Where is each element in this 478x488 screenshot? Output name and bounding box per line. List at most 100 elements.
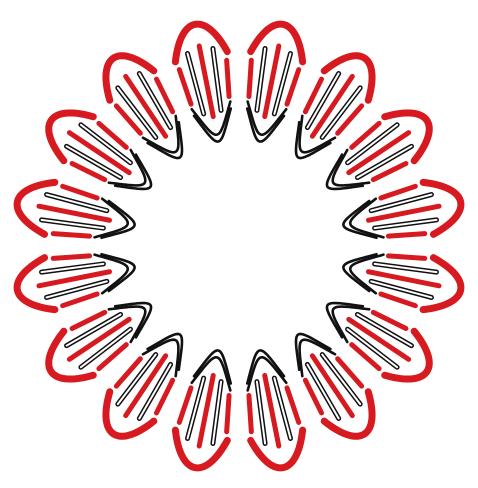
base-pair-red [224, 57, 232, 100]
base-pair-red [378, 291, 418, 309]
base-pair-outline-inner [40, 218, 105, 230]
base-pair-red [246, 57, 254, 100]
base-pair-outline-inner [116, 86, 157, 139]
helix-strand-red [381, 109, 433, 165]
base-pair-red [176, 385, 194, 425]
helix-strand-red [13, 254, 59, 314]
helix-strand-red [13, 178, 59, 238]
helix-strand-red [320, 52, 376, 104]
helix-strand-red [171, 20, 231, 66]
helix-strand-black [100, 199, 136, 240]
base-pair-red [262, 373, 282, 449]
helix-strand-black [294, 332, 332, 372]
base-pair-outline-inner [255, 380, 267, 445]
base-pair-red [349, 120, 382, 150]
base-pair-red [196, 373, 216, 449]
base-pair-outline-inner [273, 52, 292, 115]
helix-strand-red [247, 20, 307, 66]
base-pair-red [153, 377, 176, 416]
base-pair-outline-inner [356, 145, 413, 179]
helix-strand-black [331, 148, 371, 187]
base-pair-red [335, 356, 365, 389]
base-pairs [36, 43, 442, 449]
helix-strand-red [102, 388, 158, 440]
base-pair-red [366, 203, 442, 223]
helix-strand-black [190, 100, 232, 137]
base-pair-outline-inner [346, 123, 399, 164]
base-pair-red [123, 353, 169, 419]
base-pair-red [66, 130, 132, 176]
base-pair-red [284, 67, 302, 107]
helix-strand-black [141, 338, 180, 378]
base-pair-red [60, 291, 100, 309]
base-pair-red [246, 392, 254, 435]
base-pair-red [196, 43, 216, 119]
base-pair-red [385, 231, 428, 239]
base-pair-outline-inner [211, 47, 223, 112]
base-pair-outline-inner [186, 377, 205, 440]
base-pair-red [60, 183, 100, 201]
base-pair-outline-inner [45, 280, 108, 299]
base-pair-red [366, 269, 442, 289]
helix-strand-black [93, 253, 130, 295]
helix-strand-black [113, 153, 153, 191]
base-pair-outline-inner [40, 262, 105, 274]
base-pair-outline-inner [370, 280, 433, 299]
helix-strands-front [13, 20, 465, 472]
base-pair-red [346, 130, 412, 176]
base-pair-red [113, 103, 143, 136]
helix-strand-black [146, 120, 184, 160]
helix-strand-black [325, 301, 365, 339]
base-pair-red [346, 316, 412, 362]
base-pair-red [66, 316, 132, 362]
helix-strand-black [192, 349, 233, 385]
base-pair-outline-inner [138, 72, 172, 129]
helix-strand-black [245, 349, 286, 385]
base-pair-red [370, 160, 409, 183]
helix-strand-black [113, 301, 153, 339]
base-pair-red [262, 43, 282, 119]
base-pair-outline-inner [321, 353, 362, 406]
base-pair-outline-inner [373, 218, 438, 230]
base-pair-red [69, 309, 108, 332]
helix-strand-black [298, 114, 337, 154]
helix-strand-black [146, 332, 184, 372]
base-pair-outline-inner [186, 52, 205, 115]
helix-strand-red [247, 426, 307, 472]
base-pair-red [123, 73, 169, 139]
base-pair-outline-inner [255, 47, 267, 112]
helix-strand-black [246, 355, 288, 392]
helix-strand-red [381, 327, 433, 383]
helix-strand-black [93, 197, 130, 239]
base-pair-red [335, 103, 365, 136]
helix-strand-black [342, 252, 378, 293]
base-pair-outline-inner [65, 313, 122, 347]
base-pair-outline-inner [45, 193, 108, 212]
helix-strand-black [348, 253, 385, 295]
base-pair-red [349, 342, 382, 372]
helix-strand-black [107, 148, 147, 187]
base-pair-red [113, 356, 143, 389]
helix-strand-black [192, 107, 233, 143]
base-pair-outline-inner [373, 262, 438, 274]
helix-strand-red [320, 388, 376, 440]
base-pair-red [36, 269, 112, 289]
base-pair-outline-inner [321, 86, 362, 139]
base-pair-outline-inner [356, 313, 413, 347]
base-pair-red [370, 309, 409, 332]
base-pair-red [309, 353, 355, 419]
helix-strand-black [100, 252, 136, 293]
base-pair-outline-inner [79, 328, 132, 369]
base-pair-red [309, 73, 355, 139]
helix-strand-red [419, 178, 465, 238]
base-pair-outline-inner [346, 328, 399, 369]
base-pair-red [302, 377, 325, 416]
base-pair-outline-inner [273, 377, 292, 440]
helix-strand-black [298, 338, 337, 378]
base-pair-red [36, 203, 112, 223]
base-pair-red [50, 253, 93, 261]
helix-strand-red [45, 109, 97, 165]
helix-strand-black [342, 199, 378, 240]
